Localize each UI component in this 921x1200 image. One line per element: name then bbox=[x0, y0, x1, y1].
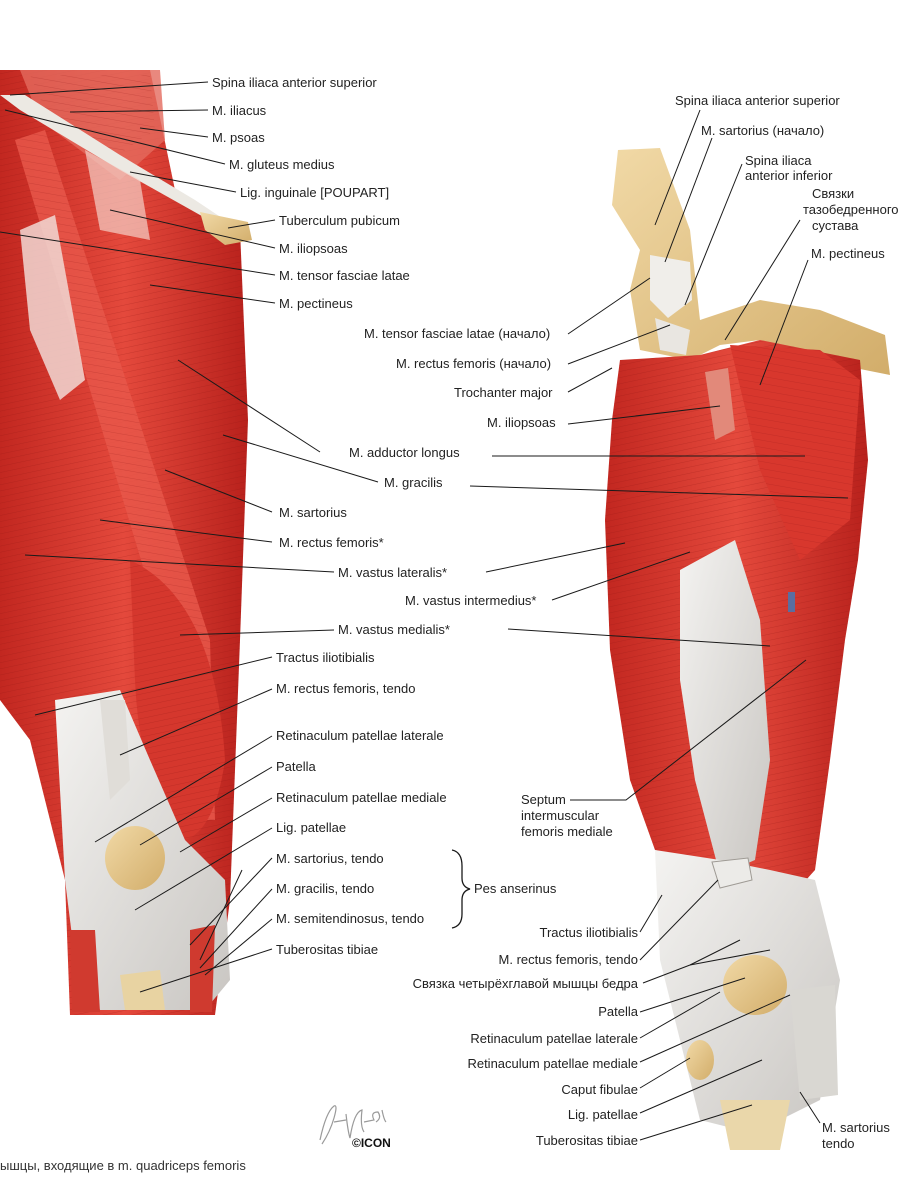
label-m-tensor-fasciae-latae-nachalo: M. tensor fasciae latae (начало) bbox=[364, 326, 551, 341]
label-m-pectineus-right: M. pectineus bbox=[811, 246, 885, 261]
label-m-sartorius-nachalo: M. sartorius (начало) bbox=[701, 123, 825, 138]
label-m-gluteus-medius: M. gluteus medius bbox=[229, 157, 335, 172]
label-retinaculum-patellae-mediale-right: Retinaculum patellae mediale bbox=[467, 1056, 638, 1071]
label-trochanter-major: Trochanter major bbox=[454, 385, 553, 400]
label-m-rectus-femoris-tendo-left: M. rectus femoris, tendo bbox=[276, 681, 416, 696]
label-spina-iliaca-ant-sup-left: Spina iliaca anterior superior bbox=[212, 75, 377, 90]
label-m-iliacus: M. iliacus bbox=[212, 103, 267, 118]
label-lig-patellae-right: Lig. patellae bbox=[567, 1107, 638, 1122]
label-m-tensor-fasciae-latae: M. tensor fasciae latae bbox=[279, 268, 410, 283]
label-septum-line3: femoris mediale bbox=[521, 824, 613, 839]
label-svyazki-line1: Связки bbox=[812, 186, 855, 201]
label-spina-iliaca-ant-sup-right: Spina iliaca anterior superior bbox=[675, 93, 840, 108]
label-m-rectus-femoris-tendo-right: M. rectus femoris, tendo bbox=[498, 952, 638, 967]
label-m-gracilis-tendo: M. gracilis, tendo bbox=[276, 881, 375, 896]
label-m-adductor-longus: M. adductor longus bbox=[349, 445, 460, 460]
label-tuberculum-pubicum: Tuberculum pubicum bbox=[279, 213, 400, 228]
label-m-sartorius-tendo-right-line1: M. sartorius bbox=[822, 1120, 890, 1135]
label-m-sartorius-tendo-right-line2: tendo bbox=[822, 1136, 855, 1151]
label-retinaculum-patellae-mediale-left: Retinaculum patellae mediale bbox=[276, 790, 447, 805]
label-m-rectus-femoris-nachalo: M. rectus femoris (начало) bbox=[396, 356, 552, 371]
label-svyazki-line2: тазобедренного bbox=[803, 202, 899, 217]
label-m-pectineus-left: M. pectineus bbox=[279, 296, 353, 311]
leader-lines bbox=[0, 81, 849, 1141]
svg-text:©ICON: ©ICON bbox=[352, 1136, 391, 1150]
label-pes-anserinus: Pes anserinus bbox=[474, 881, 557, 896]
label-patella-right: Patella bbox=[598, 1004, 638, 1019]
label-m-vastus-medialis: M. vastus medialis* bbox=[338, 622, 450, 637]
label-spina-iliaca-ant-inf-line1: Spina iliaca bbox=[745, 153, 812, 168]
pes-anserinus-brace bbox=[451, 849, 471, 929]
label-septum-line2: intermuscular bbox=[521, 808, 600, 823]
label-caput-fibulae: Caput fibulae bbox=[561, 1082, 638, 1097]
label-svyazka-quadriceps: Связка четырёхглавой мышцы бедра bbox=[412, 976, 638, 991]
label-lig-inguinale: Lig. inguinale [POUPART] bbox=[240, 185, 390, 200]
label-tractus-iliotibialis-left: Tractus iliotibialis bbox=[276, 650, 375, 665]
netter-signature: ©ICON bbox=[319, 1105, 392, 1150]
label-svyazki-line3: сустава bbox=[812, 218, 859, 233]
label-tractus-iliotibialis-right: Tractus iliotibialis bbox=[539, 925, 639, 940]
label-m-sartorius-tendo: M. sartorius, tendo bbox=[276, 851, 384, 866]
label-retinaculum-patellae-laterale-left: Retinaculum patellae laterale bbox=[276, 728, 444, 743]
label-m-gracilis: M. gracilis bbox=[384, 475, 443, 490]
label-retinaculum-patellae-laterale-right: Retinaculum patellae laterale bbox=[470, 1031, 638, 1046]
right-thigh-figure bbox=[605, 148, 890, 1150]
label-m-vastus-intermedius: M. vastus intermedius* bbox=[405, 593, 537, 608]
label-m-sartorius: M. sartorius bbox=[279, 505, 347, 520]
left-thigh-figure bbox=[0, 70, 252, 1015]
label-m-semitendinosus-tendo: M. semitendinosus, tendo bbox=[276, 911, 425, 926]
label-tuberositas-tibiae-right: Tuberositas tibiae bbox=[535, 1133, 638, 1148]
label-septum-line1: Septum bbox=[521, 792, 566, 807]
label-m-psoas: M. psoas bbox=[212, 130, 265, 145]
label-tuberositas-tibiae-left: Tuberositas tibiae bbox=[276, 942, 379, 957]
label-m-rectus-femoris: M. rectus femoris* bbox=[279, 535, 384, 550]
figure-caption: ышцы, входящие в m. quadriceps femoris bbox=[0, 1158, 246, 1173]
label-m-iliopsoas-right: M. iliopsoas bbox=[487, 415, 556, 430]
label-spina-iliaca-ant-inf-line2: anterior inferior bbox=[745, 168, 833, 183]
label-patella-left: Patella bbox=[276, 759, 316, 774]
label-m-vastus-lateralis: M. vastus lateralis* bbox=[338, 565, 448, 580]
label-lig-patellae-left: Lig. patellae bbox=[276, 820, 347, 835]
label-m-iliopsoas-left: M. iliopsoas bbox=[279, 241, 348, 256]
